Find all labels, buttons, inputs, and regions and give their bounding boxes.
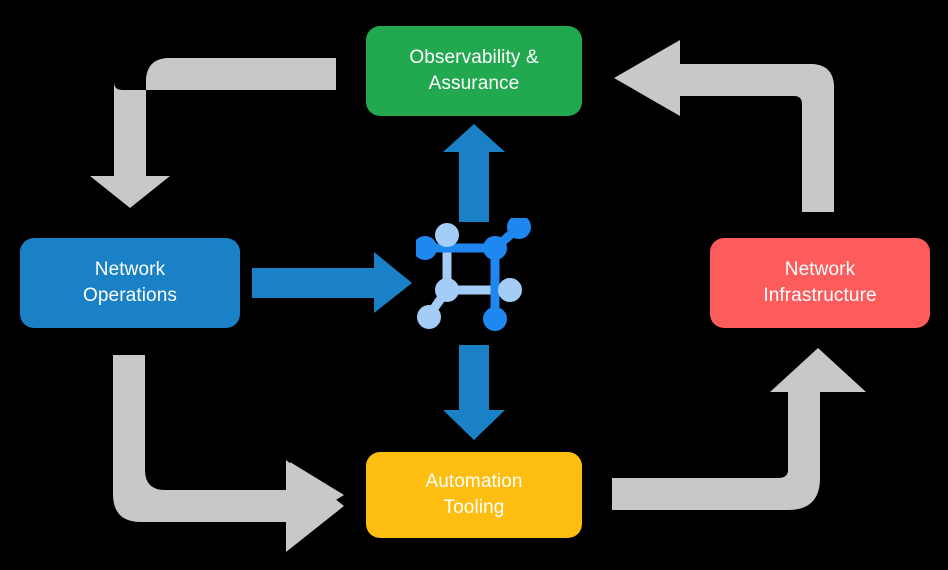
connector-center-to-automation — [443, 345, 505, 440]
node-network-infrastructure[interactable]: Network Infrastructure — [710, 238, 930, 328]
connector-observability-to-operations — [90, 58, 336, 208]
node-automation-tooling[interactable]: Automation Tooling — [366, 452, 582, 538]
network-topology-icon — [416, 218, 531, 331]
node-network-operations[interactable]: Network Operations — [20, 238, 240, 328]
connector-automation-to-infrastructure-head — [770, 348, 866, 392]
node-observability-assurance-label: Observability & Assurance — [409, 47, 539, 94]
connector-observability-to-operations-corner — [114, 58, 170, 100]
node-observability-assurance[interactable]: Observability & Assurance — [366, 26, 582, 116]
connector-center-to-observability — [443, 124, 505, 222]
connector-infrastructure-to-observability-corner — [794, 64, 834, 110]
connector-operations-to-automation-head — [286, 460, 344, 552]
connector-operations-to-automation-shaft — [113, 355, 290, 522]
node-network-operations-label: Network Operations — [83, 259, 177, 306]
node-automation-tooling-label: Automation Tooling — [425, 471, 523, 518]
connector-operations-to-center — [252, 252, 412, 313]
topology-nodes-dark — [416, 218, 531, 331]
connector-automation-to-infrastructure-shaft — [612, 390, 820, 510]
node-network-infrastructure-label: Network Infrastructure — [763, 259, 877, 306]
topology-nodes-light — [417, 223, 522, 329]
connector-infrastructure-to-observability — [614, 40, 834, 212]
